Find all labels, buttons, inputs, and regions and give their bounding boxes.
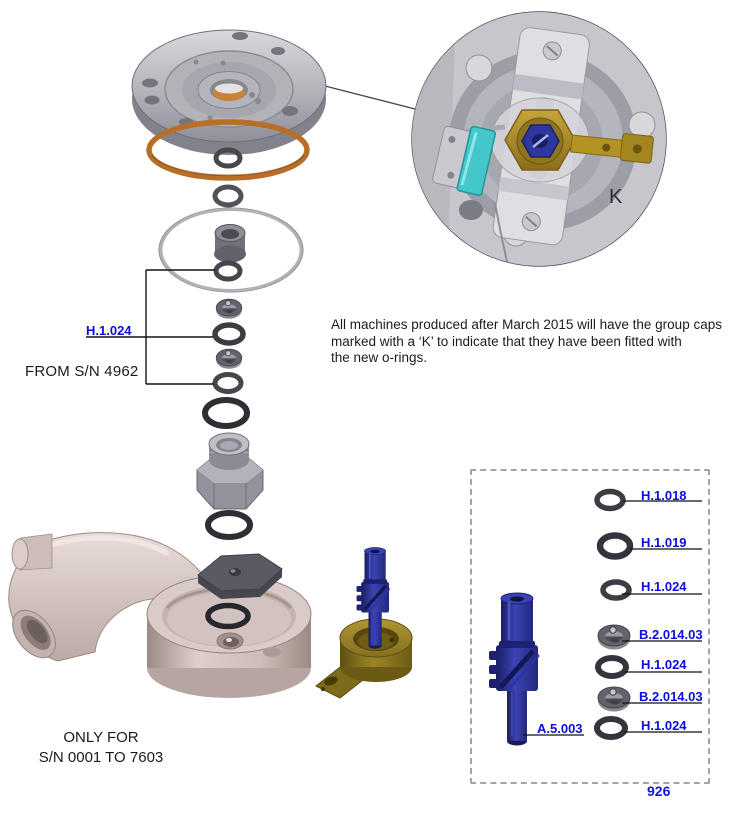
callout-bracket (86, 269, 215, 385)
inset-leader-line (324, 85, 416, 110)
parts-box (470, 469, 710, 784)
only-for-label: ONLY FOR S/N 0001 TO 7603 (18, 728, 184, 768)
bolt-hole (144, 95, 160, 105)
part-link-h1019[interactable]: H.1.019 (641, 535, 687, 550)
part-link-h1024-3[interactable]: H.1.024 (641, 718, 687, 733)
o-ring-h1024 (212, 322, 246, 346)
o-ring-h1018 (594, 488, 626, 512)
part-link-h1024-main[interactable]: H.1.024 (86, 323, 132, 338)
parts-box-graphics (489, 488, 702, 746)
spade-terminal (570, 133, 654, 164)
mounting-ring (158, 207, 304, 293)
note-text: All machines produced after March 2015 w… (331, 317, 722, 367)
o-ring-h1024 (594, 716, 628, 740)
sensor-wire (494, 202, 509, 266)
note-line-2: marked with a ‘K’ to indicate that they … (331, 333, 682, 349)
o-ring (213, 260, 243, 282)
part-link-a5003[interactable]: A.5.003 (537, 721, 583, 736)
bolt-hole (282, 106, 298, 116)
part-link-b201403-2[interactable]: B.2.014.03 (639, 689, 703, 704)
o-ring-large (205, 510, 253, 540)
page-number-link[interactable]: 926 (647, 783, 671, 799)
bolt-hole (232, 32, 248, 40)
group-head-casting (8, 532, 312, 698)
washer-nut (215, 298, 243, 320)
k-marking: K (609, 186, 623, 208)
serial-from-label: FROM S/N 4962 (25, 363, 139, 380)
orange-o-ring (146, 119, 310, 181)
label-leader-lines (523, 500, 702, 736)
teal-sensor (456, 125, 497, 196)
note-line-3: the new o-rings. (331, 350, 428, 365)
o-ring-large (205, 602, 251, 630)
part-link-b201403-1[interactable]: B.2.014.03 (639, 627, 703, 642)
o-ring-large (202, 397, 250, 429)
hex-plate (197, 553, 283, 599)
o-ring (213, 147, 243, 169)
cap-plug (214, 224, 246, 263)
part-link-h1018[interactable]: H.1.018 (641, 488, 687, 503)
part-link-h1024-2[interactable]: H.1.024 (641, 657, 687, 672)
only-for-line-2: S/N 0001 TO 7603 (38, 749, 164, 766)
o-ring-h1024 (595, 655, 629, 679)
part-link-h1024-1[interactable]: H.1.024 (641, 579, 687, 594)
brass-sliver (412, 61, 427, 87)
note-line-1: All machines produced after March 2015 w… (331, 317, 722, 332)
dowel-pin (465, 54, 493, 82)
detail-inset (411, 11, 667, 267)
bolt-hole (271, 47, 285, 55)
washer-nut (215, 348, 243, 370)
o-ring (212, 184, 244, 208)
spout-opening (12, 609, 56, 659)
bolt-hole (142, 78, 158, 88)
hex-fitting (196, 432, 264, 510)
only-for-line-1: ONLY FOR (63, 729, 139, 746)
o-ring (212, 372, 244, 394)
o-ring-h1019 (596, 532, 634, 560)
bolt-hole (459, 200, 483, 220)
valve-assembly (315, 545, 413, 699)
o-ring-h1024 (600, 579, 632, 601)
